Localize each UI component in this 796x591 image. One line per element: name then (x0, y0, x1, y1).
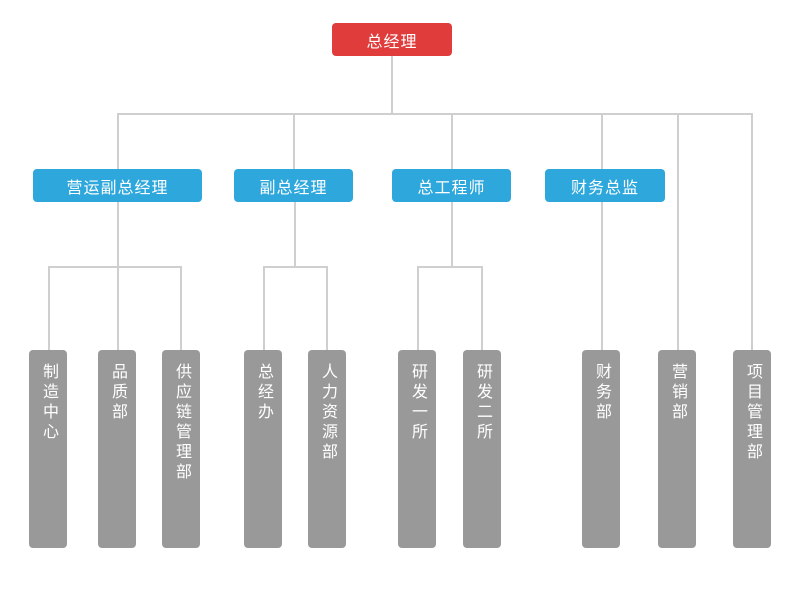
connector-top-rail (117, 113, 753, 115)
org-node-label: 总经理 (366, 33, 418, 51)
connector-rail-branch-3 (417, 266, 483, 268)
org-node-label: 副总经理 (259, 179, 328, 197)
org-node-dept-quality: 品质部 (98, 350, 136, 548)
org-node-label: 人力资源部 (319, 363, 336, 463)
org-node-label: 总经办 (255, 363, 272, 423)
connector-drop-dept-2 (117, 266, 119, 350)
org-node-label: 营销部 (669, 363, 686, 423)
org-node-operations-vp: 营运副总经理 (33, 169, 202, 202)
org-node-label: 总工程师 (417, 179, 486, 197)
connector-drop-dept-7 (481, 266, 483, 350)
org-node-label: 营运副总经理 (66, 179, 169, 197)
org-node-label: 研发一所 (409, 363, 426, 443)
connector-stem-branch-1 (117, 202, 119, 266)
org-node-dept-hr: 人力资源部 (308, 350, 346, 548)
connector-stem-branch-3 (451, 202, 453, 266)
connector-rail-branch-1 (48, 266, 182, 268)
org-node-dept-supply-chain: 供应链管理部 (162, 350, 200, 548)
org-node-label: 研发二所 (474, 363, 491, 443)
connector-drop-manager-1 (117, 113, 119, 169)
connector-drop-marketing (677, 113, 679, 350)
connector-drop-project (751, 113, 753, 350)
org-node-dept-finance: 财务部 (582, 350, 620, 548)
org-node-general-manager: 总经理 (332, 23, 452, 56)
org-node-label: 制造中心 (40, 363, 57, 443)
org-node-dept-rd-institute-1: 研发一所 (398, 350, 436, 548)
connector-drop-dept-3 (180, 266, 182, 350)
connector-drop-dept-4 (263, 266, 265, 350)
connector-drop-dept-5 (326, 266, 328, 350)
connector-drop-manager-3 (451, 113, 453, 169)
org-node-chief-engineer: 总工程师 (392, 169, 511, 202)
connector-drop-dept-6 (417, 266, 419, 350)
org-node-dept-marketing: 营销部 (658, 350, 696, 548)
connector-rail-branch-2 (263, 266, 328, 268)
org-node-label: 财务总监 (570, 179, 639, 197)
connector-root-stem (391, 56, 393, 113)
org-node-dept-project-management: 项目管理部 (733, 350, 771, 548)
org-node-finance-director: 财务总监 (545, 169, 665, 202)
org-node-dept-manufacturing: 制造中心 (29, 350, 67, 548)
org-node-dept-gm-office: 总经办 (244, 350, 282, 548)
org-node-dept-rd-institute-2: 研发二所 (463, 350, 501, 548)
org-node-label: 项目管理部 (744, 363, 761, 463)
connector-drop-manager-2 (293, 113, 295, 169)
connector-drop-manager-4 (601, 113, 603, 169)
connector-stem-branch-4 (601, 202, 603, 350)
org-node-label: 供应链管理部 (173, 363, 190, 483)
org-node-deputy-gm: 副总经理 (234, 169, 353, 202)
connector-drop-dept-1 (48, 266, 50, 350)
org-node-label: 财务部 (593, 363, 610, 423)
connector-stem-branch-2 (294, 202, 296, 266)
org-node-label: 品质部 (109, 363, 126, 423)
